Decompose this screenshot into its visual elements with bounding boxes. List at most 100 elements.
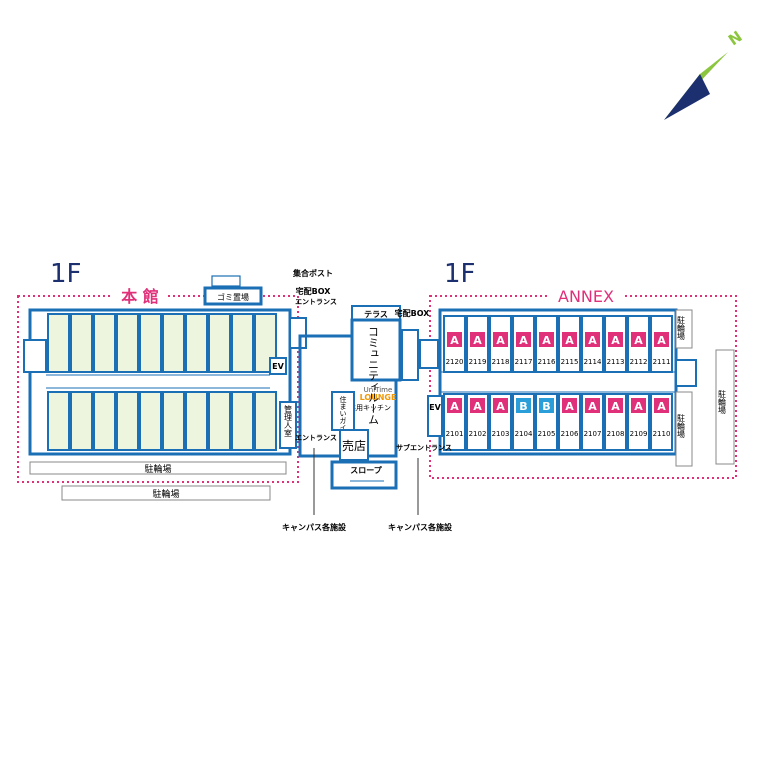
room-type-label: B — [542, 400, 550, 413]
room-number: 2104 — [515, 430, 533, 438]
room-number: 2111 — [653, 358, 671, 366]
main-room — [231, 313, 254, 373]
annex-bicycle-right-label: 駐輪場 — [718, 389, 727, 415]
annex-bicycle-top — [675, 309, 693, 349]
room-type-label: A — [565, 334, 574, 347]
compass: N — [664, 27, 746, 120]
annex-bicycle-mid — [675, 391, 693, 467]
main-room — [116, 313, 139, 373]
main-elevator — [269, 357, 287, 375]
main-room — [47, 391, 70, 451]
main-room — [116, 391, 139, 451]
room-number: 2108 — [607, 430, 625, 438]
room-type-badge — [470, 332, 485, 347]
office-label: 管理人室 — [284, 404, 293, 437]
main-room — [185, 391, 208, 451]
garbage-label: ゴミ置場 — [217, 292, 249, 302]
room-type-badge — [608, 332, 623, 347]
room-type-badge — [608, 398, 623, 413]
room-type-badge — [447, 332, 462, 347]
annex-bicycle-right — [715, 349, 735, 465]
room-type-badge — [585, 398, 600, 413]
campus-left-label: キャンパス各施設 — [282, 522, 347, 532]
room-type-label: A — [519, 334, 528, 347]
room-type-label: A — [611, 334, 620, 347]
room-type-label: A — [634, 400, 643, 413]
main-room — [162, 391, 185, 451]
room-number: 2101 — [446, 430, 464, 438]
bottom-entrance-label: エントランス — [295, 434, 337, 442]
room-type-label: A — [542, 334, 551, 347]
room-type-badge — [539, 398, 554, 413]
campus-right-label: キャンパス各施設 — [388, 522, 453, 532]
main-room — [185, 313, 208, 373]
room-type-badge — [493, 332, 508, 347]
annex-bicycle-mid-label: 駐輪場 — [677, 413, 686, 439]
main-parking-label: 駐輪場 — [152, 488, 179, 500]
annex-delivery-box-label: 宅配BOX — [395, 308, 431, 318]
room-number: 2118 — [492, 358, 510, 366]
room-type-badge — [562, 398, 577, 413]
annex-floor-label: 1F — [444, 259, 476, 289]
room-type-badge — [585, 332, 600, 347]
community-room — [350, 318, 402, 382]
main-room — [208, 391, 231, 451]
room-type-label: A — [496, 400, 505, 413]
main-room — [93, 313, 116, 373]
room-type-badge — [631, 332, 646, 347]
room-number: 2114 — [584, 358, 602, 366]
community-label: コミュニティルーム — [367, 326, 380, 425]
mailbox-label: 集合ポスト — [292, 268, 333, 278]
room-type-badge — [516, 398, 531, 413]
compass-label: N — [725, 27, 746, 49]
sub-entrance-label: サブエントランス — [396, 443, 452, 452]
room-number: 2115 — [561, 358, 579, 366]
compass-needle-south — [664, 74, 710, 120]
room-type-label: A — [657, 400, 666, 413]
room-type-label: A — [565, 400, 574, 413]
room-type-label: A — [450, 400, 459, 413]
slope-label: スロープ — [350, 465, 383, 475]
room-number: 2103 — [492, 430, 510, 438]
main-room — [47, 313, 70, 373]
room-type-label: A — [588, 334, 597, 347]
room-number: 2116 — [538, 358, 556, 366]
main-room — [70, 391, 93, 451]
center-entrance-label: エントランス — [295, 298, 337, 306]
room-type-badge — [539, 332, 554, 347]
main-parking — [61, 485, 271, 501]
annex-top-rooms: A2120A2119A2118A2117A2116A2115A2114A2113… — [443, 315, 673, 373]
center-delivery-box-label: 宅配BOX — [296, 286, 332, 296]
room-type-label: A — [450, 334, 459, 347]
main-room — [254, 391, 277, 451]
annex-bicycle-top-label: 駐輪場 — [677, 315, 686, 341]
room-number: 2110 — [653, 430, 671, 438]
room-type-label: A — [588, 400, 597, 413]
main-room — [162, 313, 185, 373]
slope — [330, 460, 398, 490]
annex-ev-label: EV — [429, 403, 441, 412]
main-floor-label: 1F — [50, 259, 82, 289]
room-number: 2117 — [515, 358, 533, 366]
room-number: 2102 — [469, 430, 487, 438]
room-type-label: A — [496, 334, 505, 347]
main-rooms-top — [47, 313, 277, 373]
main-bicycle-label: 駐輪場 — [144, 463, 171, 475]
room-number: 2107 — [584, 430, 602, 438]
room-type-badge — [470, 398, 485, 413]
main-room — [70, 313, 93, 373]
main-room — [139, 313, 162, 373]
room-type-label: A — [611, 400, 620, 413]
main-room — [208, 313, 231, 373]
lounge-brand: UniTime — [364, 386, 393, 394]
shop — [339, 429, 369, 461]
room-number: 2120 — [446, 358, 464, 366]
room-type-label: A — [657, 334, 666, 347]
lounge-label: LOUNGE — [360, 393, 397, 402]
shared-kitchen-label: 共用キッチン — [349, 403, 391, 412]
room-type-label: B — [519, 400, 527, 413]
room-type-label: A — [634, 334, 643, 347]
room-type-badge — [631, 398, 646, 413]
annex-bottom-rooms: A2101A2102A2103B2104B2105A2106A2107A2108… — [443, 393, 673, 451]
